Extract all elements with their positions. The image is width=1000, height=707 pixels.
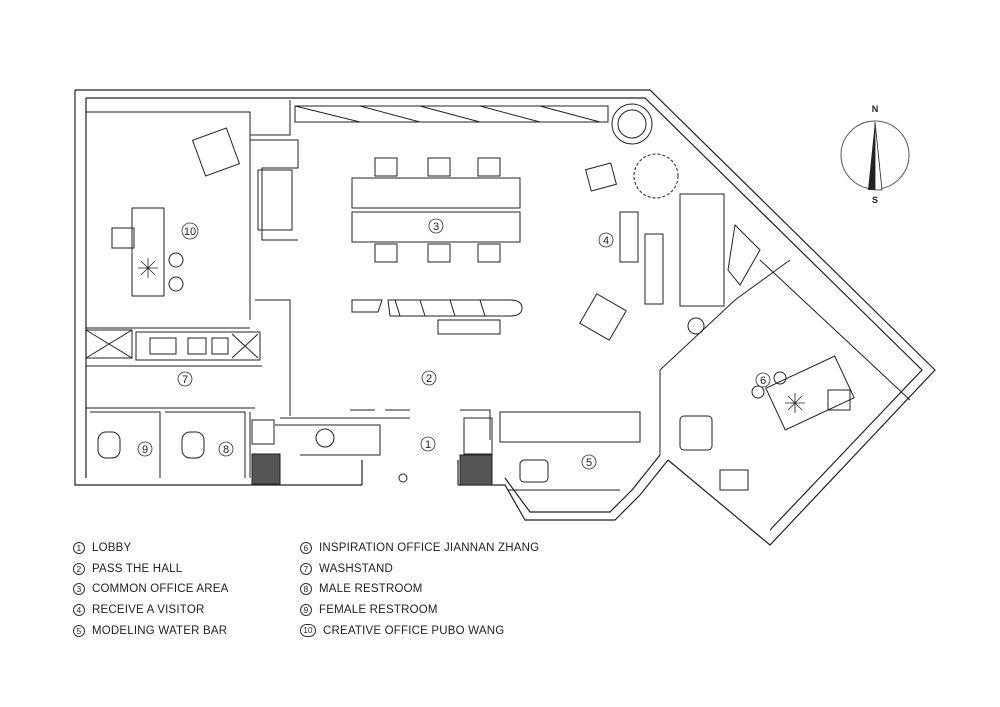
legend-number: 7 xyxy=(300,562,312,575)
marker-3: 3 xyxy=(428,218,444,234)
compass-south-label: S xyxy=(872,195,878,205)
legend-label: PASS THE HALL xyxy=(92,562,183,575)
legend-label: INSPIRATION OFFICE JIANNAN ZHANG xyxy=(319,542,540,555)
legend-left: 1 LOBBY 2 PASS THE HALL 3 COMMON OFFICE ARE… xyxy=(73,538,229,641)
legend-item: 9 FEMALE RESTROOM xyxy=(300,600,539,621)
legend-number: 9 xyxy=(300,604,312,617)
marker-7-label: 7 xyxy=(182,374,188,386)
marker-5: 5 xyxy=(581,454,597,470)
window-strip xyxy=(294,105,609,123)
legend-item: 8 MALE RESTROOM xyxy=(300,579,539,600)
marker-1: 1 xyxy=(420,436,436,452)
legend-item: 4 RECEIVE A VISITOR xyxy=(73,600,229,621)
legend-item: 7 WASHSTAND xyxy=(300,559,539,580)
marker-2-label: 2 xyxy=(426,373,432,385)
room-creative-office xyxy=(86,100,299,329)
legend-number: 6 xyxy=(300,542,312,555)
marker-9: 9 xyxy=(137,441,153,457)
marker-8-label: 8 xyxy=(223,444,229,456)
room-common-office xyxy=(351,157,523,335)
legend-right: 6 INSPIRATION OFFICE JIANNAN ZHANG 7 WASHS… xyxy=(300,538,539,641)
legend-label: COMMON OFFICE AREA xyxy=(92,583,229,596)
room-water-bar xyxy=(499,411,641,491)
legend-label: LOBBY xyxy=(92,542,132,555)
legend-item: 2 PASS THE HALL xyxy=(73,559,229,580)
legend-label: MALE RESTROOM xyxy=(319,583,423,596)
marker-4-label: 4 xyxy=(603,235,609,247)
marker-6: 6 xyxy=(755,372,771,388)
legend-number: 4 xyxy=(73,604,85,617)
legend-label: MODELING WATER BAR xyxy=(92,624,228,637)
room-inspiration-office xyxy=(659,259,911,491)
legend-item: 10 CREATIVE OFFICE PUBO WANG xyxy=(300,620,539,641)
compass-north-label: N xyxy=(872,104,879,114)
legend-number: 2 xyxy=(73,562,85,575)
marker-2: 2 xyxy=(421,370,437,386)
legend-item: 5 MODELING WATER BAR xyxy=(73,620,229,641)
marker-8: 8 xyxy=(218,441,234,457)
room-restrooms xyxy=(90,411,281,485)
marker-1-label: 1 xyxy=(425,439,431,451)
legend-label: RECEIVE A VISITOR xyxy=(92,604,205,617)
marker-5-label: 5 xyxy=(586,457,592,469)
legend-number: 10 xyxy=(300,624,316,638)
room-lobby xyxy=(275,409,493,486)
room-markers: 1 2 3 4 5 6 7 8 9 10 xyxy=(137,218,771,470)
legend-number: 1 xyxy=(73,542,85,555)
exterior-walls xyxy=(74,89,936,546)
room-washstand xyxy=(85,299,291,416)
marker-9-label: 9 xyxy=(142,444,148,456)
marker-6-label: 6 xyxy=(760,375,766,387)
marker-10: 10 xyxy=(181,222,199,240)
legend-number: 8 xyxy=(300,583,312,596)
marker-7: 7 xyxy=(177,371,193,387)
marker-10-label: 10 xyxy=(184,226,196,238)
marker-3-label: 3 xyxy=(433,221,439,233)
legend-number: 3 xyxy=(73,583,85,596)
legend-item: 1 LOBBY xyxy=(73,538,229,559)
room-receive-visitor xyxy=(579,103,761,341)
compass-icon: N S xyxy=(840,104,910,205)
legend-label: WASHSTAND xyxy=(319,562,393,575)
legend-label: FEMALE RESTROOM xyxy=(319,604,438,617)
legend-number: 5 xyxy=(73,624,85,637)
legend-label: CREATIVE OFFICE PUBO WANG xyxy=(323,624,505,637)
marker-4: 4 xyxy=(598,232,614,248)
legend-item: 3 COMMON OFFICE AREA xyxy=(73,579,229,600)
legend-item: 6 INSPIRATION OFFICE JIANNAN ZHANG xyxy=(300,538,539,559)
